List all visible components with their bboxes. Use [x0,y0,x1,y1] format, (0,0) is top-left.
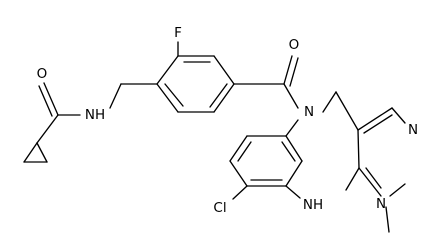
atom-label-n-methyl: N [376,196,386,212]
bond [36,142,48,163]
bond [38,85,53,117]
bond [391,107,406,124]
bond [283,83,299,109]
bond [209,83,228,108]
bond [285,160,303,187]
bond [232,185,248,200]
atom-label-o-amide: O [37,66,48,82]
bond [389,183,406,197]
bond [281,141,296,162]
bond [363,114,393,134]
bond [213,55,235,85]
bond [335,91,359,131]
atom-label-n-pyrazole: N [408,122,418,138]
atom-label-fluorine: F [174,25,182,41]
bond [285,119,299,137]
atom-label-o-ketone: O [289,37,300,53]
bond [36,114,59,144]
bond [357,107,393,131]
bond [23,142,38,163]
bond [164,83,184,107]
bond [237,141,252,162]
bond [43,82,59,116]
atom-label-nh-amide: NH [85,107,105,123]
bond [358,167,382,197]
bond [285,135,303,162]
bond [285,185,301,199]
bond [213,83,235,113]
bond [345,167,360,191]
bond [289,57,299,87]
bonds [23,41,406,233]
bond [357,129,360,169]
bond [322,91,337,113]
atom-label-chlorine: Cl [213,200,226,216]
bond [365,167,382,189]
atom-label-nh-diazepine: NH [303,197,323,213]
bond [109,83,122,109]
bond [229,135,248,162]
bond [229,160,248,187]
atom-label-n-diazepine: N [304,104,314,120]
bond [385,206,390,233]
atom-labels: O NH F O N N Cl NH N [37,25,418,216]
bond [156,83,179,113]
bond [283,55,293,85]
bond [156,55,179,85]
